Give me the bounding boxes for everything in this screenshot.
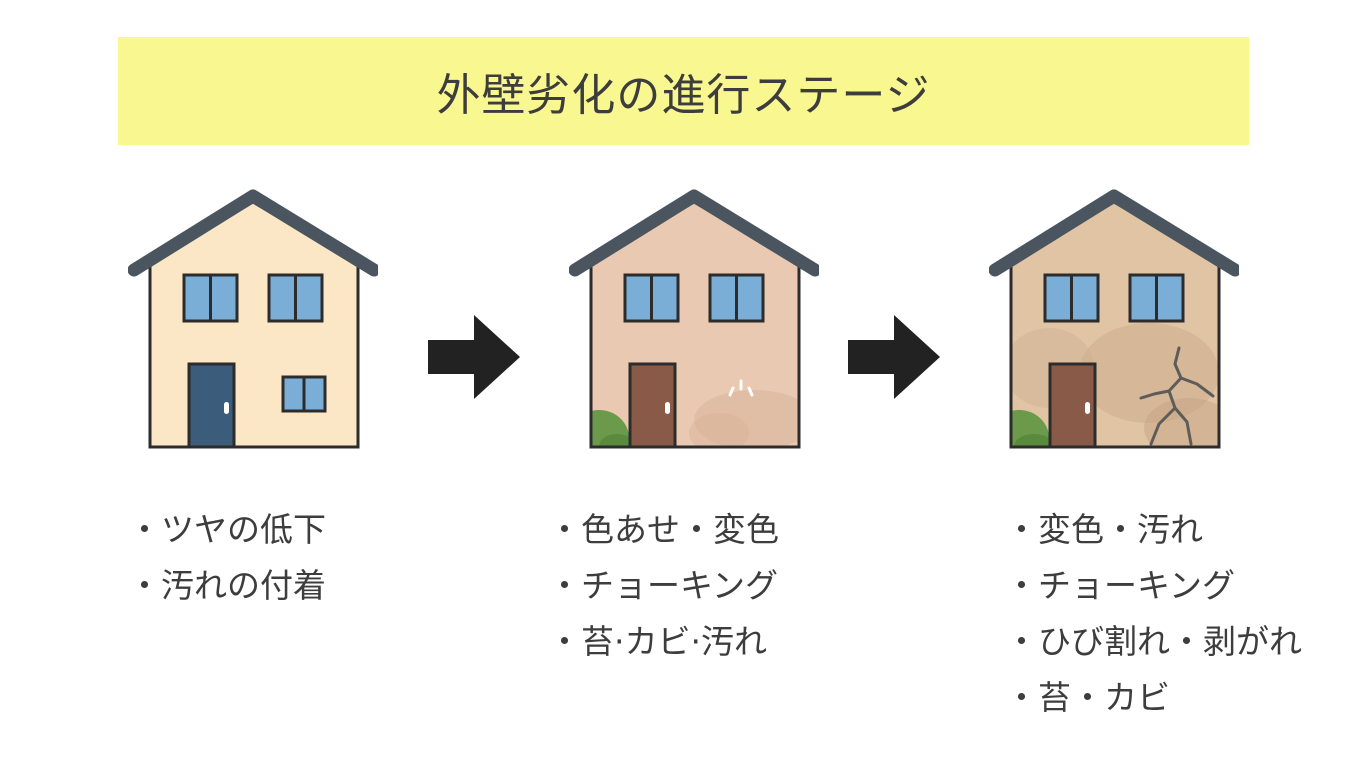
list-item: ・苔・カビ: [1005, 678, 1170, 717]
chalking-mark: [728, 379, 754, 397]
roof: [128, 189, 378, 277]
list-item: ・チョーキング: [548, 566, 779, 605]
house-stage3-icon: [989, 189, 1239, 449]
arrow-right-icon: [428, 315, 520, 399]
house-stage2-icon: [569, 189, 819, 449]
crack-icon: [1139, 346, 1215, 446]
arrow-right-icon: [848, 315, 940, 399]
list-item: ・ツヤの低下: [128, 510, 326, 549]
list-item: ・変色・汚れ: [1005, 510, 1203, 549]
stage2-symptom-list: ・色あせ・変色 ・チョーキング ・苔·カビ·汚れ: [548, 502, 779, 670]
list-item: ・色あせ・変色: [548, 510, 779, 549]
roof: [569, 189, 819, 277]
stage1-symptom-list: ・ツヤの低下 ・汚れの付着: [128, 502, 326, 614]
title-banner: 外壁劣化の進行ステージ: [118, 37, 1249, 145]
list-item: ・チョーキング: [1005, 566, 1236, 605]
house-stage1-icon: [128, 189, 378, 449]
stage3-symptom-list: ・変色・汚れ ・チョーキング ・ひび割れ・剥がれ ・苔・カビ: [1005, 502, 1302, 726]
moss: [1011, 410, 1049, 447]
list-item: ・汚れの付着: [128, 566, 326, 605]
list-item: ・ひび割れ・剥がれ: [1005, 622, 1302, 661]
page-title: 外壁劣化の進行ステージ: [436, 70, 931, 121]
roof: [989, 189, 1239, 277]
moss: [591, 410, 629, 447]
list-item: ・苔·カビ·汚れ: [548, 622, 767, 661]
